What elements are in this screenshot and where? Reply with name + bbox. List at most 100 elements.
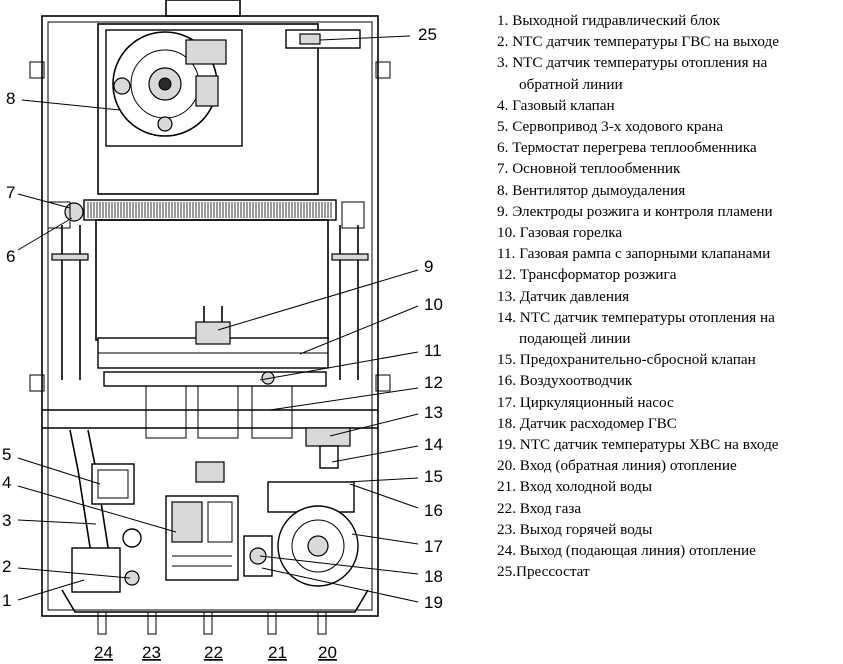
callout-10: 10 (424, 295, 443, 314)
legend-item: 1. Выходной гидравлический блок (497, 10, 843, 31)
legend-item-text: Электроды розжига и контроля пламени (512, 202, 773, 220)
legend-item: 12. Трансформатор розжига (497, 264, 843, 285)
legend-item: 17. Циркуляционный насос (497, 392, 843, 413)
legend-item-number: 13. (497, 287, 516, 305)
legend-item-continuation: подающей линии (519, 330, 631, 348)
callout-16: 16 (424, 501, 443, 520)
legend-item: 13. Датчик давления (497, 286, 843, 307)
legend-item-text: NTC датчик температуры отопления на (512, 54, 768, 72)
legend-item: 15. Предохранительно-сбросной клапан (497, 349, 843, 370)
legend-item-text: Газовая горелка (519, 224, 623, 242)
legend-item: 22. Вход газа (497, 498, 843, 519)
legend-item-text: Циркуляционный насос (519, 393, 674, 411)
legend-item-text: Выход (подающая линия) отопление (519, 542, 756, 560)
legend-item-number: 4. (497, 96, 509, 114)
legend-item-number: 2. (497, 33, 509, 51)
legend-item-number: 3. (497, 54, 509, 72)
legend-item-number: 16. (497, 372, 516, 390)
legend-item-text: NTC датчик температуры ГВС на выходе (512, 33, 779, 51)
callout-13: 13 (424, 403, 443, 422)
leader-lines (17, 35, 419, 603)
callout-4: 4 (2, 473, 11, 492)
legend-item-text: Сервопривод 3-х ходового крана (512, 118, 724, 136)
callout-24: 24 (94, 643, 113, 662)
legend-item-number: 17. (497, 393, 516, 411)
legend-item-text: Газовый клапан (512, 96, 615, 114)
legend-item-number: 20. (497, 457, 516, 475)
legend-item-text: Вход газа (519, 499, 582, 517)
legend-item-number: 25. (497, 563, 516, 581)
legend-item: 8. Вентилятор дымоудаления (497, 180, 843, 201)
legend-item-number: 22. (497, 499, 516, 517)
hydraulic-block (71, 528, 142, 593)
legend-item-number: 21. (497, 478, 516, 496)
legend-item: 4. Газовый клапан (497, 95, 843, 116)
heat-exchanger (47, 199, 365, 341)
legend-item-text: Основной теплообменник (512, 160, 681, 178)
legend-item: 18. Датчик расходомер ГВС (497, 413, 843, 434)
legend-item-number: 6. (497, 139, 509, 157)
boiler-diagram: 8 7 6 25 9 10 11 12 13 14 15 16 17 18 19… (2, 0, 443, 662)
callout-23: 23 (142, 643, 161, 662)
gas-valve (165, 461, 239, 581)
legend-item-text: Прессостат (515, 563, 590, 581)
legend-item-text: Газовая рампа с запорными клапанами (519, 245, 771, 263)
legend-item-number: 24. (497, 542, 516, 560)
fan-housing (97, 23, 361, 195)
callout-numbers: 8 7 6 25 9 10 11 12 13 14 15 16 17 18 19… (2, 25, 443, 612)
legend-item-number: 19. (497, 436, 516, 454)
legend-item-text: Термостат перегрева теплообменника (512, 139, 757, 157)
legend-item-text: Датчик давления (519, 287, 630, 305)
legend-item-text: NTC датчик температуры ХВС на входе (519, 436, 779, 454)
legend-item-number: 10. (497, 224, 516, 242)
legend-item-number: 1. (497, 12, 509, 29)
callout-5: 5 (2, 445, 11, 464)
callout-19: 19 (424, 593, 443, 612)
legend-item-number: 18. (497, 414, 516, 432)
legend-item-text: Вход холодной воды (519, 478, 653, 496)
legend-item-number: 7. (497, 160, 509, 178)
callout-20: 20 (318, 643, 337, 662)
callout-9: 9 (424, 257, 433, 276)
legend-item-number: 5. (497, 118, 509, 136)
callout-15: 15 (424, 467, 443, 486)
bottom-callouts: 24 23 22 21 20 (94, 643, 337, 662)
callout-1: 1 (2, 591, 11, 610)
legend-item-text: Датчик расходомер ГВС (519, 414, 677, 432)
callout-25: 25 (418, 25, 437, 44)
legend-item: 11. Газовая рампа с запорными клапанами (497, 243, 843, 264)
side-pipes (51, 225, 369, 561)
legend-item-text: Предохранительно-сбросной клапан (519, 351, 756, 369)
legend-item-number: 8. (497, 181, 509, 199)
legend-item: 19. NTC датчик температуры ХВС на входе (497, 434, 843, 455)
legend-item-text: Воздухоотводчик (519, 372, 633, 390)
callout-7: 7 (6, 183, 15, 202)
callout-8: 8 (6, 89, 15, 108)
legend-item: 6. Термостат перегрева теплообменника (497, 137, 843, 158)
legend-item: 10. Газовая горелка (497, 222, 843, 243)
burner (97, 306, 329, 387)
legend-item-text: Вход (обратная линия) отопление (519, 457, 737, 475)
circulation-pump (243, 481, 359, 587)
legend-item: 7. Основной теплообменник (497, 158, 843, 179)
legend-item: 25.Прессостат (497, 561, 843, 582)
legend-item-text: Выход горячей воды (519, 520, 653, 538)
callout-22: 22 (204, 643, 223, 662)
callout-14: 14 (424, 435, 443, 454)
servo-drive (91, 463, 135, 505)
legend-item: 9. Электроды розжига и контроля пламени (497, 201, 843, 222)
callout-12: 12 (424, 373, 443, 392)
legend-item: 2. NTC датчик температуры ГВС на выходе (497, 31, 843, 52)
callout-3: 3 (2, 511, 11, 530)
legend-item-number: 15. (497, 351, 516, 369)
callout-18: 18 (424, 567, 443, 586)
callout-17: 17 (424, 537, 443, 556)
callout-6: 6 (6, 247, 15, 266)
legend-item-number: 23. (497, 520, 516, 538)
legend-item-number: 14. (497, 308, 516, 326)
callout-2: 2 (2, 557, 11, 576)
legend-item-text: NTC датчик температуры отопления на (519, 308, 775, 326)
legend-item-text: Трансформатор розжига (519, 266, 677, 284)
